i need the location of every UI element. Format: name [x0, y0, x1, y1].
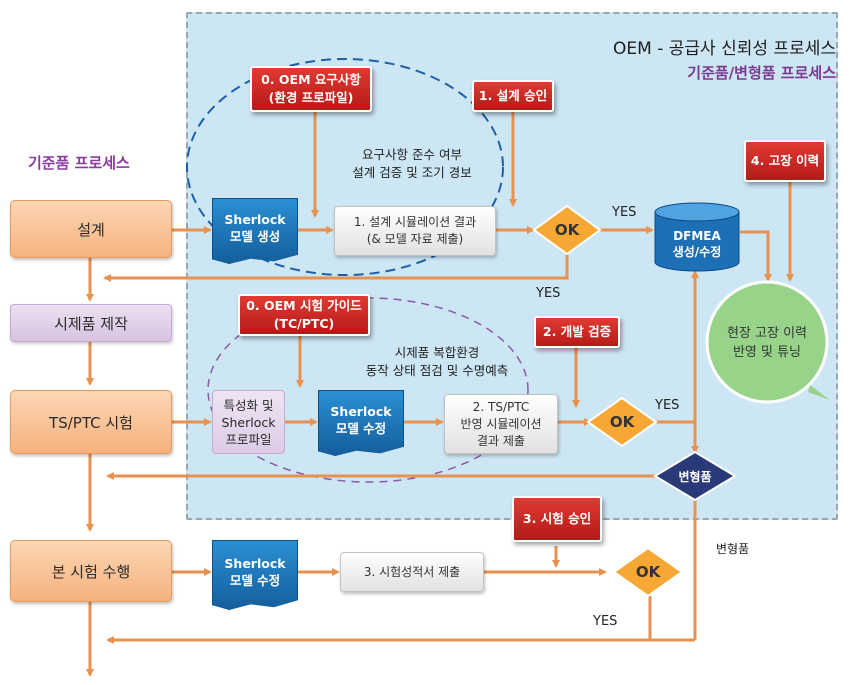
oem-test-guide-title: 0. OEM 시험 가이드 — [246, 298, 362, 313]
ok2-label: OK — [609, 413, 635, 431]
characterize-line2: Sherlock — [221, 414, 276, 430]
oem-requirements-scope — [186, 58, 504, 276]
oem-requirements-subtitle: (환경 프로파일) — [268, 90, 354, 105]
field-line1: 현장 고장 이력 — [726, 326, 808, 341]
sherlock-modify-doc-b: Sherlock 모델 수정 — [212, 540, 298, 610]
ts-ptc-test-box: TS/PTC 시험 — [10, 390, 172, 454]
arrow-ok2-yes-to-variant — [648, 420, 699, 454]
oem-test-guide-subtitle: (TC/PTC) — [273, 316, 335, 331]
ok2-diamond — [586, 396, 658, 448]
arrow-ok1-yes-back — [103, 254, 569, 282]
proto-note-line2: 동작 상태 점검 및 수명예측 — [365, 363, 509, 378]
step2-line3: 결과 제출 — [477, 433, 525, 448]
characterize-line1: 특성화 및 — [223, 397, 274, 413]
field-history-circle — [705, 280, 830, 404]
requirements-note: 요구사항 준수 여부 설계 검증 및 조기 경보 — [322, 146, 502, 182]
step2-line1: 2. TS/PTC — [472, 399, 530, 414]
sherlock-modify-b-action: 모델 수정 — [229, 573, 281, 588]
main-test-box: 본 시험 수행 — [10, 540, 172, 602]
step2-simulation-box: 2. TS/PTC 반영 시뮬레이션 결과 제출 — [444, 394, 558, 454]
design-box: 설계 — [10, 200, 172, 258]
variant-below-label: 변형품 — [716, 542, 750, 556]
yes-ok1-right: YES — [612, 205, 637, 220]
field-line2: 반영 및 튜닝 — [732, 345, 802, 360]
req-note-line1: 요구사항 준수 여부 — [362, 147, 462, 162]
main-title: OEM - 공급사 신뢰성 프로세스 — [613, 39, 836, 59]
yes-ok1-down: YES — [536, 286, 561, 301]
ok1-label: OK — [554, 221, 580, 239]
step2-line2: 반영 시뮬레이션 — [460, 416, 542, 431]
characterize-line3: 프로파일 — [225, 431, 272, 447]
sherlock-create-action: 모델 생성 — [229, 229, 281, 244]
yes-ok2: YES — [655, 398, 680, 413]
characterize-box: 특성화 및 Sherlock 프로파일 — [212, 390, 285, 454]
sherlock-create-name: Sherlock — [224, 212, 286, 227]
field-history-label: 현장 고장 이력 반영 및 튜닝 — [712, 324, 822, 362]
base-process-label: 기준품 프로세스 — [28, 154, 130, 172]
dfmea-line1: DFMEA — [673, 229, 721, 243]
arrow-dfmea-to-field — [740, 230, 772, 282]
sherlock-modify-b-name: Sherlock — [224, 556, 286, 571]
oem-requirements-title: 0. OEM 요구사항 — [261, 72, 361, 87]
step1-simulation-box: 1. 설계 시뮬레이션 결과 (& 모델 자료 제출) — [334, 206, 496, 256]
oem-test-guide-label: 0. OEM 시험 가이드 (TC/PTC) — [238, 294, 370, 336]
dev-verification-label: 2. 개발 검증 — [534, 316, 620, 348]
sherlock-create-doc: Sherlock 모델 생성 — [212, 198, 298, 264]
ok3-label: OK — [635, 563, 661, 581]
test-approval-label: 3. 시험 승인 — [512, 496, 602, 542]
prototype-note: 시제품 복합환경 동작 상태 점검 및 수명예측 — [332, 344, 542, 380]
oem-requirements-label: 0. OEM 요구사항 (환경 프로파일) — [250, 66, 372, 112]
ok3-diamond — [612, 546, 684, 598]
sherlock-modify-doc-a: Sherlock 모델 수정 — [318, 390, 404, 456]
design-approval-label: 1. 설계 승인 — [472, 80, 554, 112]
yes-ok3: YES — [593, 614, 618, 629]
proto-note-line1: 시제품 복합환경 — [394, 345, 480, 360]
step1-line2: (& 모델 자료 제출) — [366, 232, 464, 246]
sub-title: 기준품/변형품 프로세스 — [687, 64, 836, 82]
failure-history-label: 4. 고장 이력 — [744, 140, 826, 182]
step3-report-box: 3. 시험성적서 제출 — [340, 552, 484, 592]
ok1-diamond — [532, 204, 602, 256]
req-note-line2: 설계 검증 및 조기 경보 — [352, 165, 472, 180]
variant-diamond — [653, 450, 737, 502]
dfmea-cylinder — [654, 202, 740, 272]
sherlock-modify-a-name: Sherlock — [330, 404, 392, 419]
prototype-box: 시제품 제작 — [10, 304, 172, 342]
dfmea-line2: 생성/수정 — [672, 245, 722, 259]
sherlock-modify-a-action: 모델 수정 — [335, 421, 387, 436]
step1-line1: 1. 설계 시뮬레이션 결과 — [353, 215, 477, 229]
dfmea-label: DFMEA 생성/수정 — [655, 228, 739, 260]
variant-diamond-label: 변형품 — [678, 470, 712, 484]
